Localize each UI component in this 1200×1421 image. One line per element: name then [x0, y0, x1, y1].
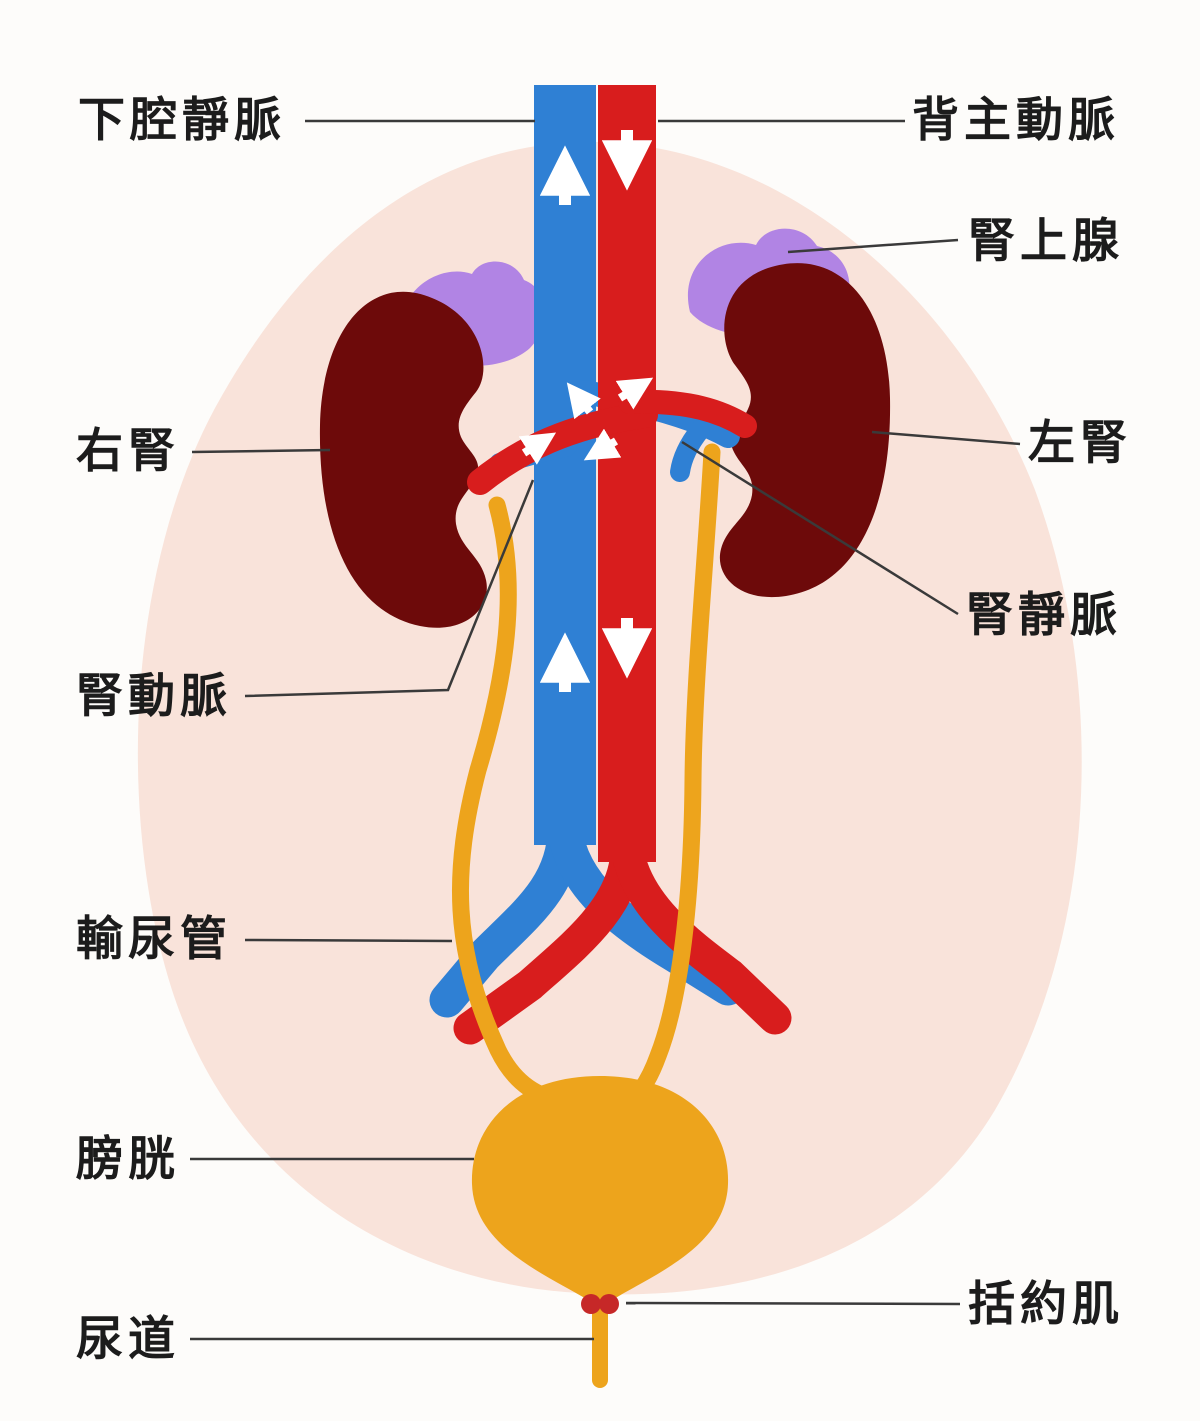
pointer-adrenal-gland [787, 238, 959, 254]
label-ureter: 輸尿管 [76, 912, 232, 967]
label-right-kidney: 右腎 [76, 424, 180, 479]
kidney-right [319, 291, 487, 628]
label-left-kidney: 左腎 [1028, 416, 1132, 471]
ureters [451, 443, 721, 1109]
aorta-fork-right [610, 831, 792, 1035]
flow-arrow-renal-2 [615, 377, 654, 410]
bladder-shape [471, 1076, 729, 1311]
label-dorsal-aorta: 背主動脈 [912, 93, 1120, 148]
ureter-right [451, 496, 571, 1109]
pointer-lines [190, 119, 1021, 1341]
label-inferior-vena-cava: 下腔靜脈 [78, 93, 286, 148]
flow-arrow-renal-4 [583, 428, 622, 461]
ureter-left [625, 443, 721, 1107]
renal-vein-left-drop [670, 420, 710, 482]
sphincter-shape [581, 1294, 619, 1314]
label-bladder: 膀胱 [76, 1132, 180, 1187]
pointer-renal-vein [681, 440, 959, 616]
flow-arrow-renal-1 [566, 382, 601, 420]
kidneys [319, 263, 891, 628]
label-adrenal-gland: 腎上腺 [968, 214, 1124, 269]
flow-arrows [518, 130, 654, 692]
flow-arrow-renal-3 [518, 432, 557, 465]
pointer-renal-artery [244, 479, 535, 698]
pointer-right-kidney [191, 448, 331, 454]
vessel-forks [429, 810, 792, 1045]
label-urethra: 尿道 [76, 1312, 180, 1367]
pointer-left-kidney [871, 430, 1021, 446]
pointer-ureter [244, 938, 453, 943]
label-sphincter: 括約肌 [968, 1277, 1124, 1332]
label-renal-vein: 腎靜脈 [966, 588, 1122, 643]
kidney-left [719, 263, 891, 598]
pointer-sphincter [625, 1301, 961, 1306]
label-renal-artery: 腎動脈 [76, 669, 232, 724]
